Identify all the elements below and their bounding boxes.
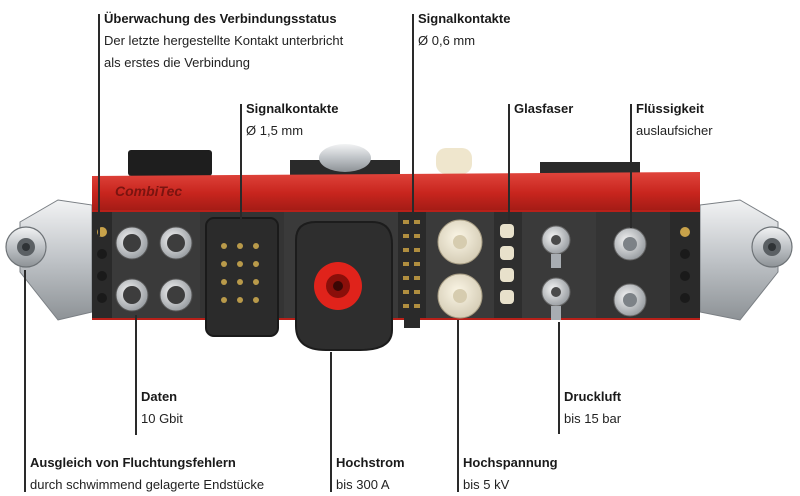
leader-daten: [135, 315, 137, 435]
callout-daten: Daten 10 Gbit: [141, 386, 183, 430]
callout-fluessigkeit: Flüssigkeit auslaufsicher: [636, 98, 713, 142]
leader-status: [98, 14, 100, 236]
callout-desc: Ø 1,5 mm: [246, 123, 304, 138]
leader-signal15: [240, 104, 242, 220]
callout-desc: als erstes die Verbindung: [104, 55, 250, 70]
leader-druckluft: [558, 322, 560, 434]
callout-glasfaser: Glasfaser: [514, 98, 573, 120]
callout-desc: auslaufsicher: [636, 123, 713, 138]
leader-signal06: [412, 14, 414, 214]
callout-signal06: Signalkontakte Ø 0,6 mm: [418, 8, 510, 52]
callout-title: Flüssigkeit: [636, 101, 704, 116]
leader-glasfaser: [508, 104, 510, 222]
left-mounting-bracket: [5, 199, 93, 321]
callout-title: Daten: [141, 389, 178, 404]
leader-hochspannung: [457, 320, 459, 492]
module-data: [112, 212, 200, 318]
callout-title: Ausgleich von Fluchtungsfehlern: [30, 455, 236, 470]
callout-title: Signalkontakte: [418, 11, 511, 26]
callout-desc: 10 Gbit: [141, 411, 183, 426]
leader-fluessigkeit: [630, 104, 632, 228]
callout-title: Hochstrom: [336, 455, 405, 470]
module-high-voltage: [426, 212, 494, 319]
callout-desc: bis 300 A: [336, 477, 390, 492]
leader-ausgleich: [24, 270, 26, 492]
module-fiber: [494, 212, 522, 318]
leader-hochstrom: [330, 352, 332, 492]
module-fluid: [596, 212, 670, 318]
module-compressed-air: [522, 212, 596, 320]
callout-desc: Ø 0,6 mm: [418, 33, 476, 48]
callout-title: Hochspannung: [463, 455, 558, 470]
top-protrusions: [128, 144, 640, 176]
brand-text: CombiTec: [115, 183, 182, 199]
module-right-contacts: [670, 212, 700, 318]
callout-desc: Der letzte hergestellte Kontakt unterbri…: [104, 33, 344, 48]
callout-title: Glasfaser: [514, 101, 574, 116]
module-signal-0-6: [398, 212, 426, 328]
module-status-contacts: [92, 212, 112, 318]
callout-ausgleich: Ausgleich von Fluchtungsfehlern durch sc…: [30, 452, 264, 496]
callout-desc: bis 15 bar: [564, 411, 622, 426]
callout-signal15: Signalkontakte Ø 1,5 mm: [246, 98, 338, 142]
callout-hochspannung: Hochspannung bis 5 kV: [463, 452, 558, 496]
callout-hochstrom: Hochstrom bis 300 A: [336, 452, 405, 496]
callout-title: Signalkontakte: [246, 101, 339, 116]
callout-status: Überwachung des Verbindungsstatus Der le…: [104, 8, 343, 74]
callout-title: Überwachung des Verbindungsstatus: [104, 11, 337, 26]
module-signal-1-5: [200, 212, 284, 337]
callout-title: Druckluft: [564, 389, 622, 404]
callout-desc: bis 5 kV: [463, 477, 510, 492]
callout-druckluft: Druckluft bis 15 bar: [564, 386, 621, 430]
right-mounting-bracket: [699, 199, 793, 321]
module-high-current: [284, 212, 398, 351]
callout-desc: durch schwimmend gelagerte Endstücke: [30, 477, 265, 492]
